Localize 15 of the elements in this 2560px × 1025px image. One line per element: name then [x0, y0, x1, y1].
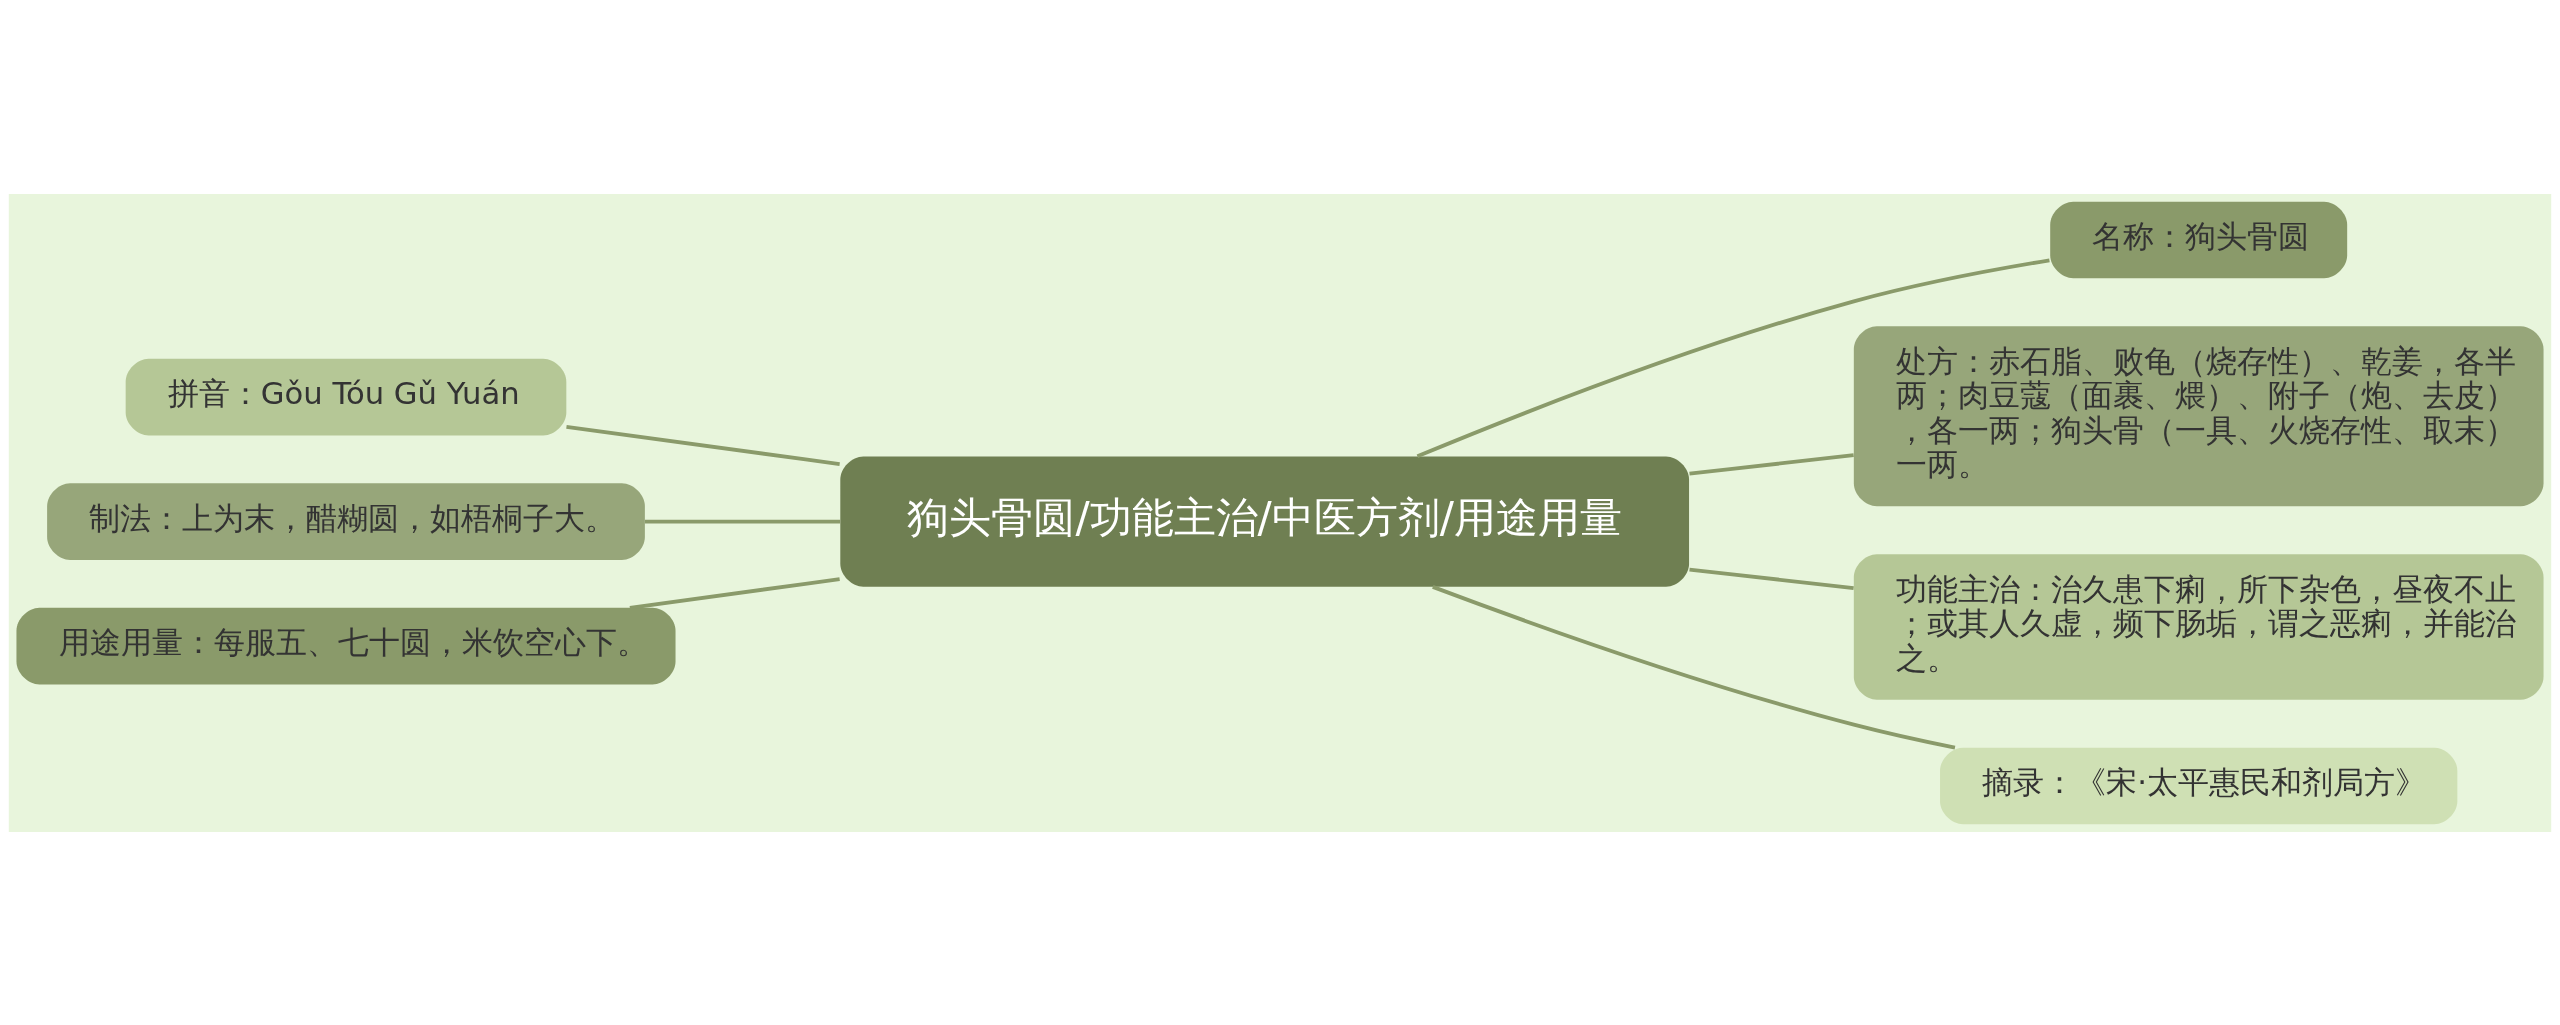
node-box: 拼音：Gǒu Tóu Gǔ Yuán — [125, 358, 567, 435]
node-box: 用途用量：每服五、七十圆，米饮空心下。 — [16, 607, 676, 684]
connector — [566, 424, 840, 466]
connector — [644, 519, 841, 524]
connector — [1689, 567, 1854, 590]
connector — [1416, 257, 2050, 458]
node-box: 狗头骨圆/功能主治/中医方剂/用途用量 — [840, 456, 1690, 587]
node-box: 摘录：《宋·太平惠民和剂局方》 — [1940, 747, 2458, 824]
node-box: 处方：赤石脂、败龟（烧存性）、乾姜，各半两；肉豆蔻（面裹、煨）、附子（炮、去皮），各一两；狗头骨（一具、火烧存性、取末）一两。 — [1853, 325, 2544, 506]
node-box: 功能主治：治久患下痢，所下杂色，昼夜不止；或其人久虚，频下肠垢，谓之恶痢，并能治之。 — [1853, 553, 2544, 700]
connector — [629, 576, 840, 610]
connector — [1689, 452, 1854, 476]
node-box: 制法：上为末，醋糊圆，如梧桐子大。 — [47, 482, 645, 560]
connector — [1432, 584, 1956, 750]
node-box: 名称：狗头骨圆 — [2050, 201, 2348, 278]
